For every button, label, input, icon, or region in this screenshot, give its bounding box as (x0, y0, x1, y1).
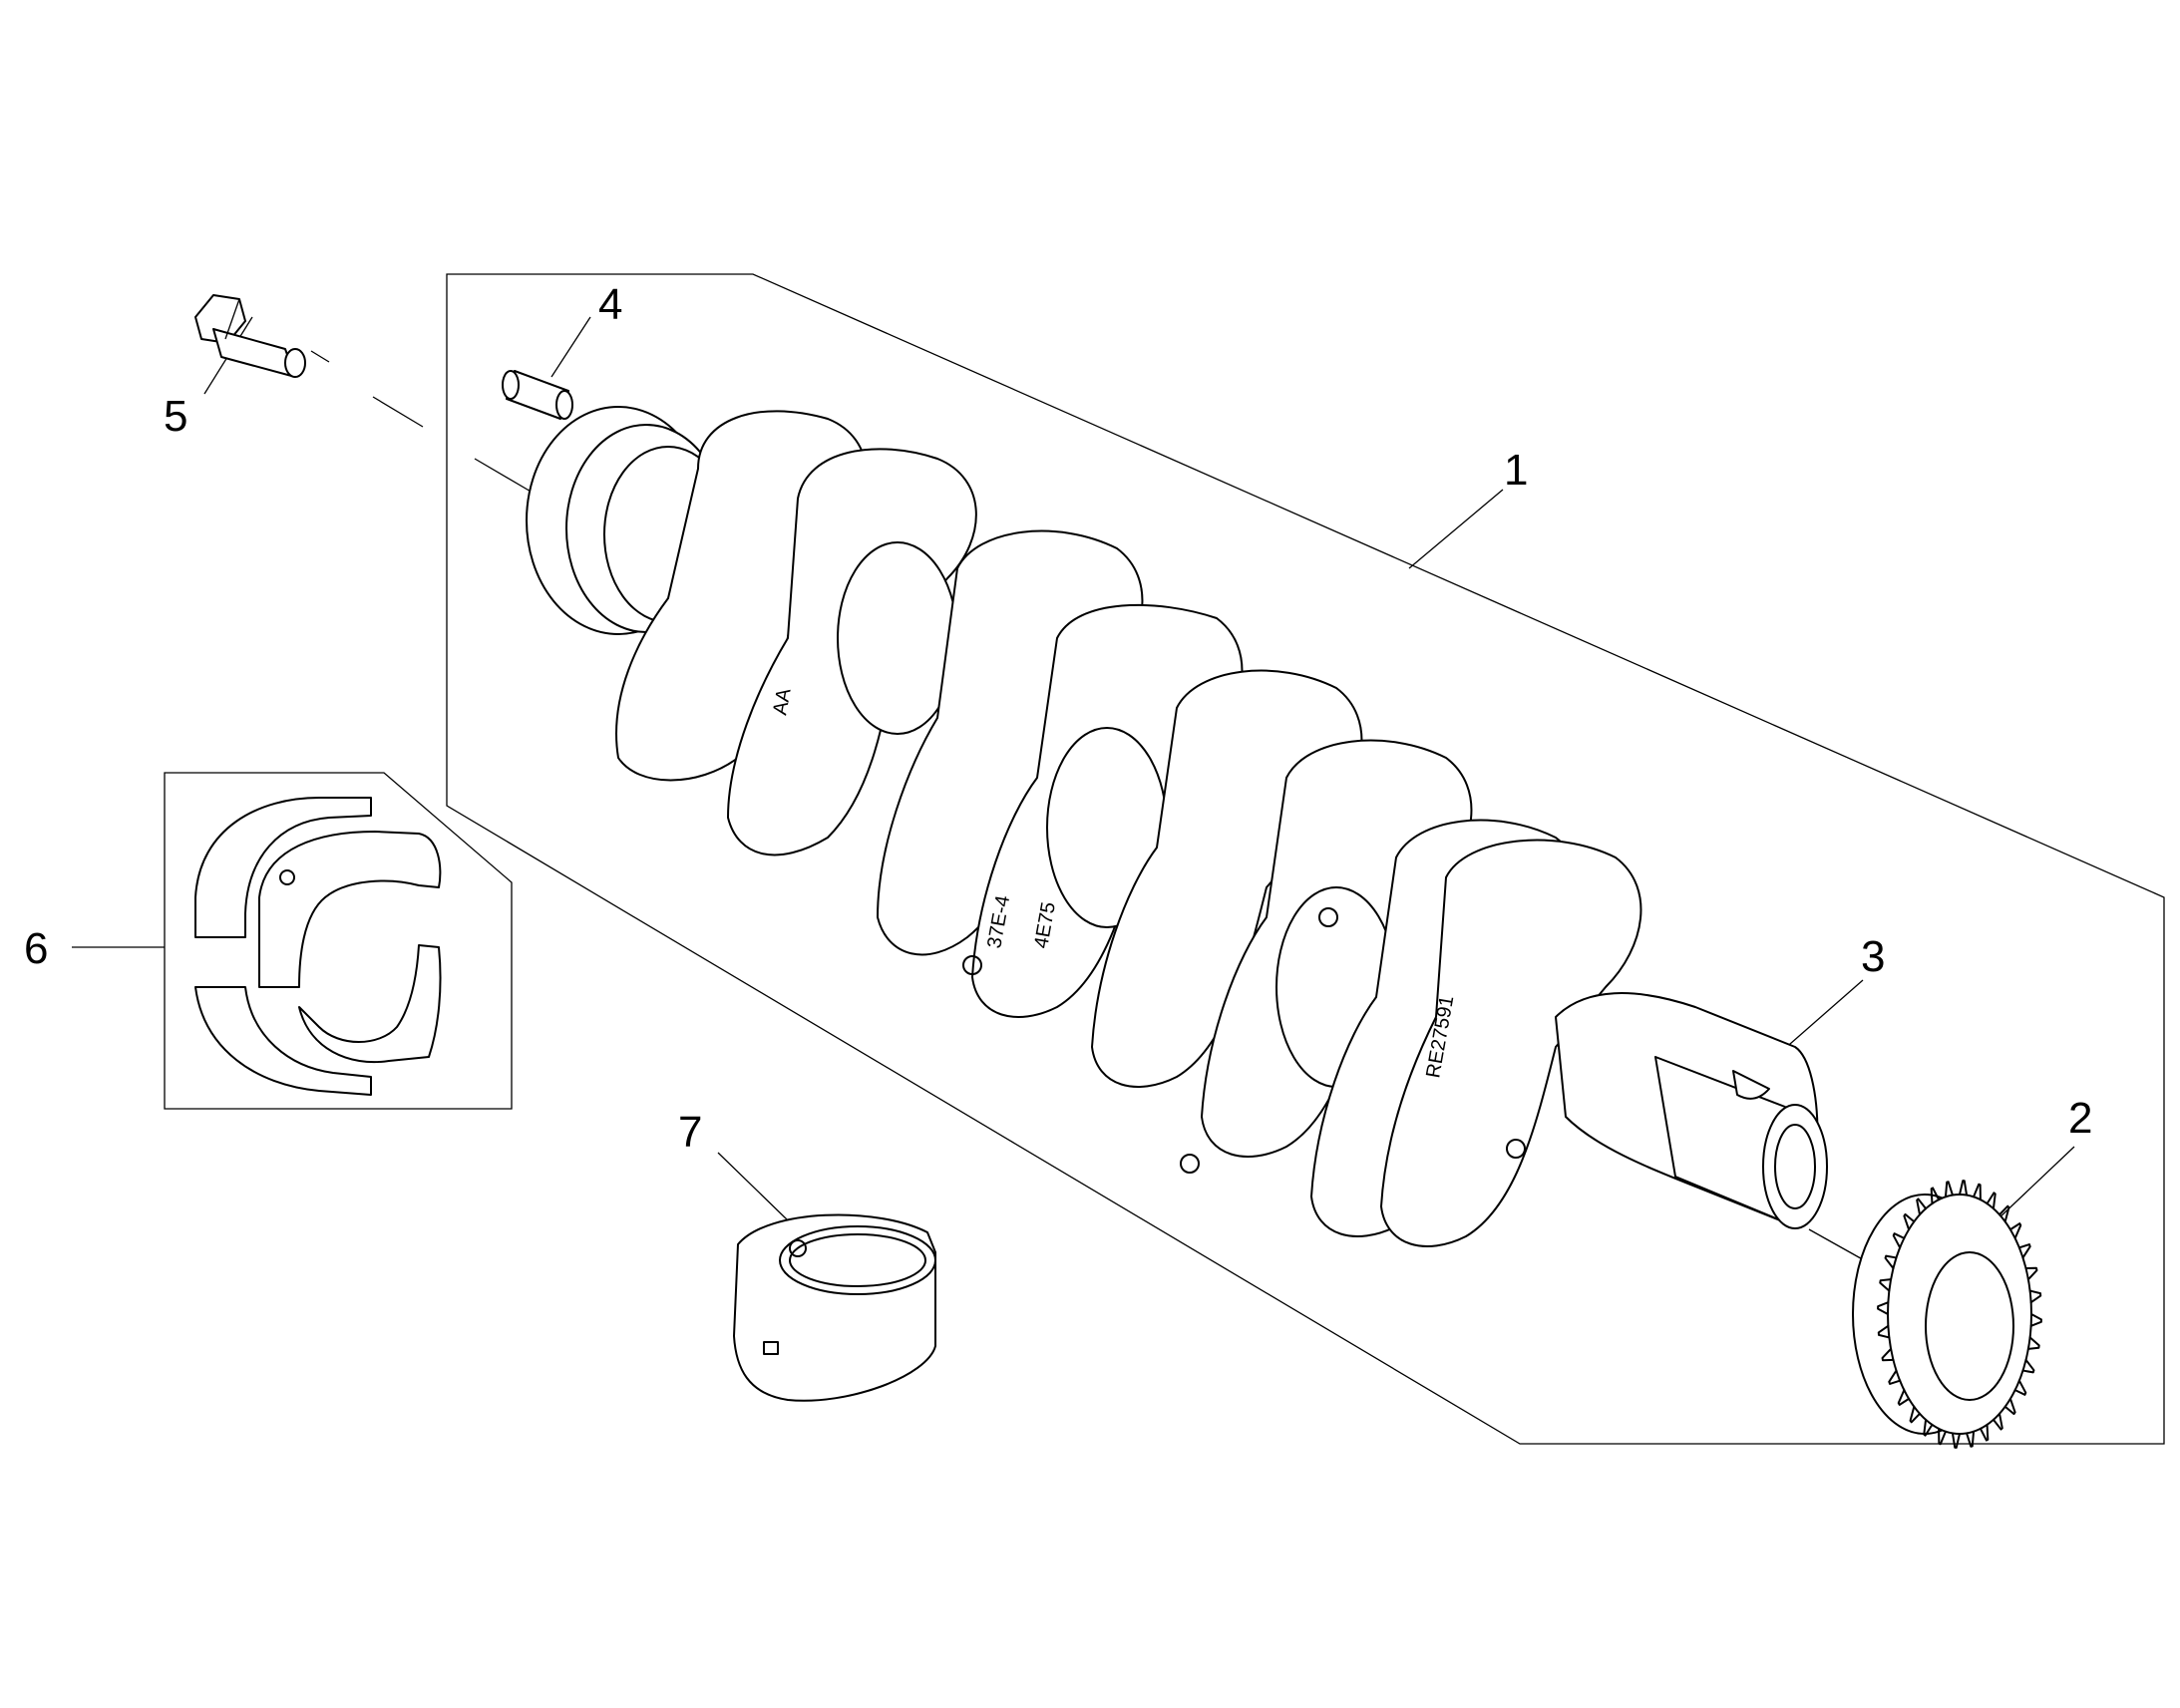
callout-7: 7 (678, 1108, 702, 1157)
crankshaft-part: AA 37E-4 4E75 RE27591 (526, 406, 1828, 1247)
gear-teeth (1877, 1180, 2042, 1449)
gear-tooth (1938, 1427, 1947, 1446)
gear-tooth (1909, 1405, 1921, 1424)
gear-tooth (1986, 1192, 1997, 1210)
crankshaft-gear-part (1852, 1180, 2042, 1449)
callout-3: 3 (1861, 932, 1885, 981)
dowel-pin-part (502, 370, 573, 420)
gear-tooth (2008, 1222, 2022, 1239)
gear-tooth (1903, 1212, 1916, 1231)
gear-tooth (1959, 1180, 1969, 1196)
gear-tooth (1966, 1430, 1976, 1448)
callout-1: 1 (1504, 446, 1528, 495)
gear-tooth (1923, 1418, 1934, 1437)
gear-tooth (1881, 1347, 1895, 1362)
gear-tooth (1930, 1187, 1941, 1205)
gear-tooth (2026, 1336, 2040, 1350)
callout-4: 4 (598, 280, 622, 329)
gear-tooth (2024, 1266, 2038, 1281)
gear-tooth (1877, 1301, 1890, 1315)
gear-tooth (1884, 1254, 1898, 1270)
bearing-sleeve-part (733, 1213, 936, 1402)
gear-tooth (1998, 1204, 2010, 1223)
gear-tooth (1979, 1423, 1990, 1442)
woodruff-key-part (1732, 1070, 1770, 1100)
gear-tooth (1916, 1197, 1928, 1216)
gear-tooth (1951, 1432, 1961, 1449)
gear-tooth (1877, 1324, 1891, 1339)
gear-tooth (1888, 1369, 1902, 1385)
crankshaft-assembly-outline (446, 273, 2165, 1445)
callout-2: 2 (2068, 1094, 2092, 1143)
callout-6: 6 (24, 924, 48, 973)
gear-tooth (1944, 1181, 1954, 1198)
gear-tooth (1879, 1278, 1893, 1292)
gear-tooth (2021, 1358, 2035, 1374)
stamp-aa: AA (769, 686, 795, 717)
gear-tooth (2029, 1313, 2042, 1327)
gear-tooth (1892, 1232, 1906, 1249)
main-bearing-shells-part (194, 797, 442, 1096)
bolt-part (194, 294, 306, 378)
callout-5: 5 (164, 392, 187, 441)
gear-tooth (2003, 1397, 2016, 1416)
gear-tooth (2017, 1243, 2031, 1259)
main-bearing-kit-outline (164, 772, 513, 1110)
gear-tooth (1992, 1412, 2003, 1431)
callouts: 1 2 3 4 5 6 7 (24, 280, 2092, 1157)
gear-tooth (2013, 1379, 2027, 1396)
gear-tooth (1973, 1183, 1982, 1201)
gear-tooth (2028, 1289, 2042, 1304)
gear-tooth (1897, 1389, 1911, 1406)
